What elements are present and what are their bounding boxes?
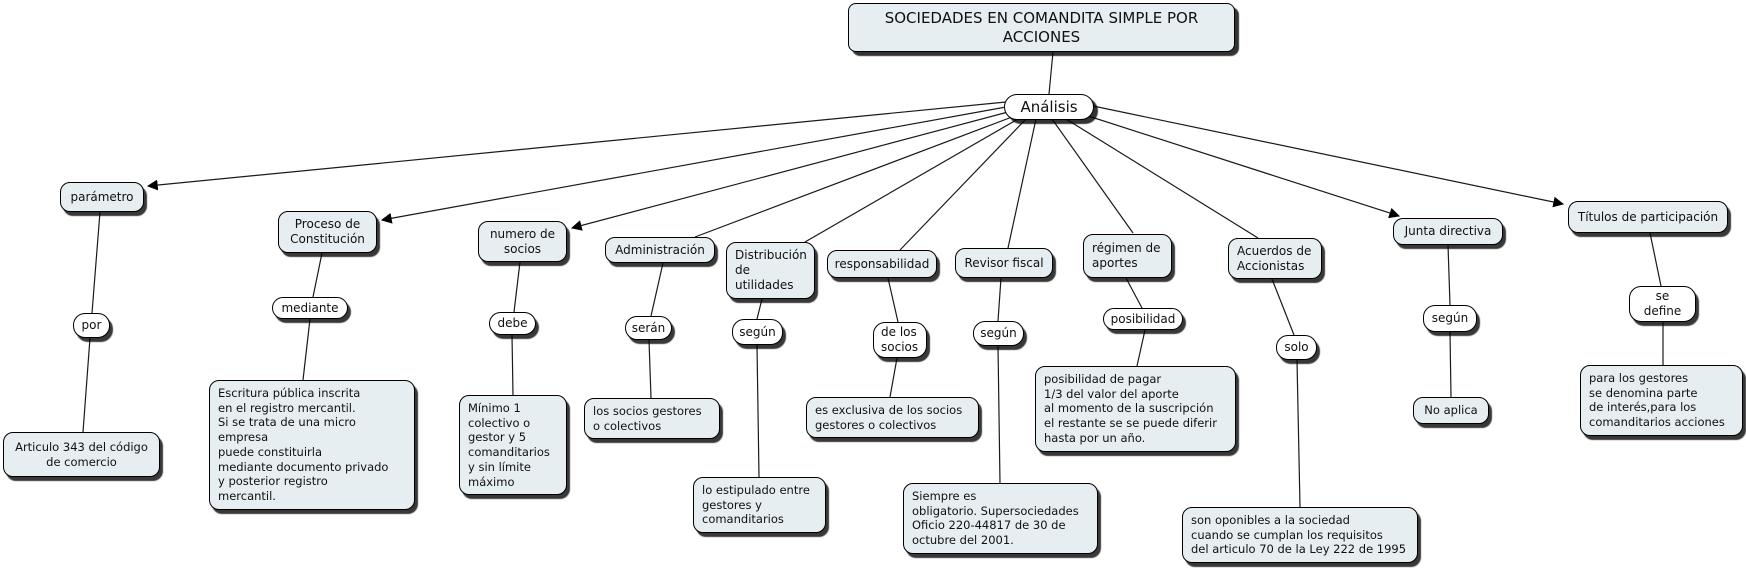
node-titulos-participacion[interactable]: Títulos de participación (1568, 201, 1728, 233)
node-socios-gestores[interactable]: los socios gestores o colectivos (584, 398, 720, 440)
node-acuerdos-accionistas[interactable]: Acuerdos de Accionistas (1228, 238, 1322, 279)
edge-delos-exclusiva (889, 357, 898, 398)
node-no-aplica[interactable]: No aplica (1413, 397, 1489, 424)
edge-title-analisis (1048, 51, 1054, 95)
edge-acuerdos-solo (1271, 278, 1295, 336)
node-gestores-parte-interes[interactable]: para los gestores se denomina parte de i… (1580, 365, 1743, 436)
node-parametro[interactable]: parámetro (60, 182, 144, 212)
node-exclusiva-gestores[interactable]: es exclusiva de los socios gestores o co… (806, 397, 979, 439)
edge-analisis-revisor (1007, 118, 1037, 249)
node-responsabilidad[interactable]: responsabilidad (827, 250, 937, 278)
edge-analisis-administracion (694, 116, 1013, 238)
node-revisor-fiscal[interactable]: Revisor fiscal (955, 248, 1053, 278)
edge-administracion-seran (650, 262, 664, 317)
node-se-define[interactable]: se define (1629, 286, 1696, 322)
node-proceso-constitucion[interactable]: Proceso de Constitución (278, 211, 377, 253)
node-junta-directiva[interactable]: Junta directiva (1393, 218, 1503, 245)
node-oponibles[interactable]: son oponibles a la sociedad cuando se cu… (1182, 507, 1418, 564)
edge-posibilidad-pagar-edge (1136, 329, 1146, 367)
edge-analisis-proceso (380, 106, 1007, 224)
node-solo[interactable]: solo (1276, 335, 1317, 360)
node-segun-revisor[interactable]: según (973, 321, 1024, 346)
edge-analisis-responsabilidad (899, 118, 1027, 251)
edge-seran-socios (648, 339, 652, 399)
edge-analisis-titulos (1092, 105, 1565, 208)
edge-revisor-segun (997, 277, 1002, 322)
edge-mediante-escritura (302, 318, 311, 381)
node-debe[interactable]: debe (489, 312, 536, 335)
edge-junta-segun (1447, 244, 1451, 306)
edge-parametro-por (91, 211, 101, 314)
edge-responsabilidad-delos (887, 277, 899, 323)
node-por[interactable]: por (73, 313, 110, 338)
edge-analisis-regimen (1051, 118, 1134, 234)
node-analisis[interactable]: Análisis (1004, 94, 1094, 120)
node-mediante[interactable]: mediante (272, 297, 348, 319)
node-articulo-343[interactable]: Articulo 343 del código de comercio (3, 432, 160, 477)
edge-segun-estipulado (756, 344, 760, 478)
edge-proceso-mediante (312, 252, 323, 298)
node-numero-socios[interactable]: numero de socios (478, 221, 567, 262)
edge-analisis-numero-socios (570, 111, 1009, 231)
edge-segun-siempre (997, 345, 1001, 484)
node-segun-distribucion[interactable]: según (732, 319, 783, 345)
edge-analisis-distribucion (804, 118, 1019, 243)
edge-solo-oponibles (1296, 359, 1301, 508)
edge-analisis-acuerdos (1065, 118, 1259, 239)
node-segun-junta[interactable]: según (1423, 305, 1477, 332)
edge-segun-noaplica (1449, 331, 1452, 398)
node-administracion[interactable]: Administración (605, 237, 715, 263)
edge-analisis-junta (1081, 113, 1401, 219)
edge-titulos-sedefine (1649, 232, 1662, 287)
edge-numero-debe (513, 261, 521, 313)
edge-debe-minimo (511, 334, 514, 396)
node-distribucion-utilidades[interactable]: Distribución de utilidades (726, 242, 815, 299)
edge-distribucion-segun (756, 298, 763, 320)
node-estipulado[interactable]: lo estipulado entre gestores y comandita… (693, 477, 826, 534)
node-title[interactable]: SOCIEDADES EN COMANDITA SIMPLE POR ACCIO… (848, 3, 1235, 52)
node-posibilidad[interactable]: posibilidad (1103, 308, 1183, 330)
node-seran[interactable]: serán (625, 316, 672, 340)
node-escritura-publica[interactable]: Escritura pública inscrita en el registr… (209, 380, 415, 510)
node-posibilidad-pagar[interactable]: posibilidad de pagar 1/3 del valor del a… (1035, 366, 1236, 452)
node-de-los-socios[interactable]: de los socios (873, 322, 927, 358)
edge-analisis-parametro (146, 101, 1007, 191)
edge-por-articulo (82, 337, 91, 433)
node-siempre-obligatorio[interactable]: Siempre es obligatorio. Supersociedades … (903, 483, 1098, 554)
edge-regimen-posibilidad (1125, 277, 1143, 309)
node-regimen-aportes[interactable]: régimen de aportes (1083, 234, 1172, 278)
node-minimo-socios[interactable]: Mínimo 1 colectivo o gestor y 5 comandit… (459, 395, 567, 496)
